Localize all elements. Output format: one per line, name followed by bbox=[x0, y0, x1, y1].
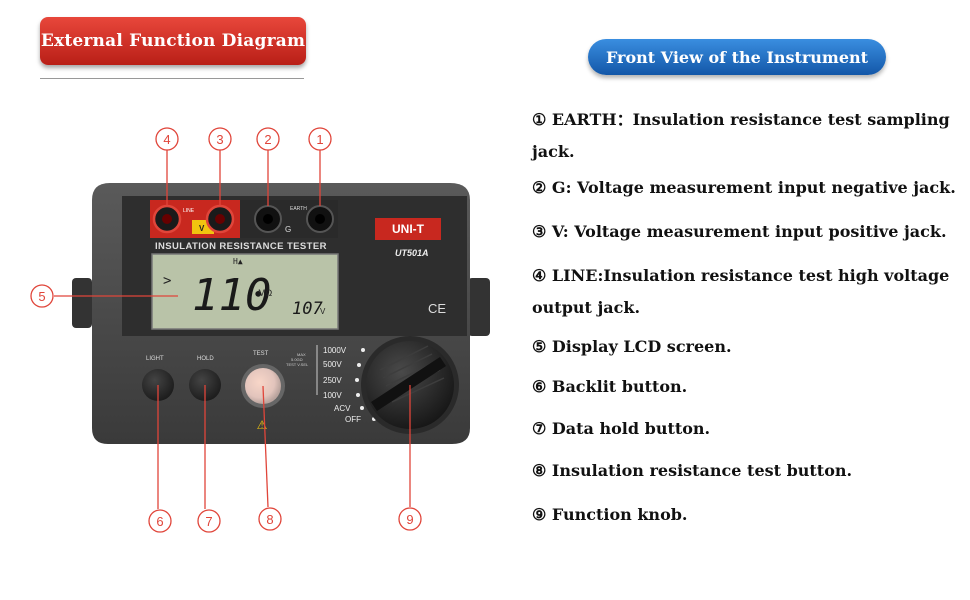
left-clip bbox=[72, 278, 92, 328]
brand-logo-bg bbox=[375, 218, 441, 240]
description-2: ② G: Voltage measurement input negative … bbox=[532, 178, 956, 197]
callout-5 bbox=[30, 284, 54, 308]
callout-4-number: 4 bbox=[163, 132, 170, 147]
lcd-sub-value: 107 bbox=[292, 299, 323, 319]
callout-6 bbox=[148, 509, 172, 533]
knob-off: OFF bbox=[345, 415, 361, 424]
external-function-banner: External Function Diagram bbox=[40, 17, 306, 65]
knob-dot-4 bbox=[356, 393, 360, 397]
knob-note-line3: TEST V.SEL bbox=[286, 362, 309, 367]
lcd-hold-indicator: H▲ bbox=[233, 257, 243, 266]
test-button-label: TEST bbox=[253, 351, 269, 357]
callout-8 bbox=[258, 507, 282, 531]
g-jack-label: G bbox=[285, 225, 291, 234]
knob-1000v: 1000V bbox=[323, 346, 347, 355]
earth-jack-label: EARTH bbox=[290, 206, 307, 212]
right-clip bbox=[468, 278, 490, 336]
knob-pointer bbox=[371, 357, 446, 411]
description-5: ⑤ Display LCD screen. bbox=[532, 337, 732, 356]
front-view-banner: Front View of the Instrument bbox=[588, 39, 886, 75]
knob-acv: ACV bbox=[334, 404, 351, 413]
callout-9 bbox=[398, 507, 422, 531]
description-3: ③ V: Voltage measurement input positive … bbox=[532, 222, 947, 241]
description-6: ⑥ Backlit button. bbox=[532, 377, 688, 396]
knob-250v: 250V bbox=[323, 376, 342, 385]
callout-2 bbox=[256, 127, 280, 151]
description-1: ① EARTH：Insulation resistance test sampl… bbox=[532, 110, 950, 161]
callout-3-number: 3 bbox=[216, 132, 223, 147]
description-9: ⑨ Function knob. bbox=[532, 505, 688, 524]
description-4: ④ LINE:Insulation resistance test high v… bbox=[532, 266, 950, 317]
lcd-unit: MΩ bbox=[258, 288, 272, 298]
lcd-screen bbox=[151, 253, 339, 330]
line-jack-label: LINE bbox=[183, 208, 195, 214]
callout-3 bbox=[208, 127, 232, 151]
model-label: UT501A bbox=[395, 248, 429, 258]
line-jack-hole bbox=[162, 214, 172, 224]
earth-jack-hole bbox=[315, 214, 325, 224]
callout-9-number: 9 bbox=[406, 512, 413, 527]
callout-6-number: 6 bbox=[156, 514, 163, 529]
lcd-indicator: > bbox=[163, 273, 171, 289]
description-8: ⑧ Insulation resistance test button. bbox=[532, 461, 853, 480]
lcd-main-value: 110 bbox=[192, 270, 271, 321]
callout-circles bbox=[30, 127, 422, 533]
panel-title: INSULATION RESISTANCE TESTER bbox=[155, 241, 327, 252]
callout-1 bbox=[308, 127, 332, 151]
ce-mark: CE bbox=[428, 301, 446, 316]
callout-1-number: 1 bbox=[316, 132, 323, 147]
callout-2-number: 2 bbox=[264, 132, 271, 147]
lcd-sub-unit: V bbox=[320, 307, 326, 316]
knob-100v: 100V bbox=[323, 391, 342, 400]
callout-7 bbox=[197, 509, 221, 533]
knob-dot-3 bbox=[355, 378, 359, 382]
callout-5-number: 5 bbox=[38, 289, 45, 304]
description-7: ⑦ Data hold button. bbox=[532, 419, 711, 438]
knob-note-line2: 5.0GΩ bbox=[291, 357, 303, 362]
knob-500v: 500V bbox=[323, 360, 342, 369]
callout-8-number: 8 bbox=[266, 512, 273, 527]
banner-divider bbox=[40, 78, 304, 79]
g-jack-hole bbox=[263, 214, 273, 224]
warning-icon: ⚠ bbox=[257, 418, 268, 432]
brand-logo: UNI-T bbox=[392, 222, 425, 236]
knob-note: MAX bbox=[297, 352, 306, 357]
callout-7-number: 7 bbox=[205, 514, 212, 529]
hold-button-label: HOLD bbox=[197, 356, 214, 362]
v-jack-label: V bbox=[199, 224, 205, 233]
v-jack-hole bbox=[215, 214, 225, 224]
callout-4 bbox=[155, 127, 179, 151]
light-button-label: LIGHT bbox=[146, 356, 164, 362]
instrument-diagram: LINE V G EARTH UNI-T UT501A INSULATION R… bbox=[30, 127, 490, 533]
knob-dot-1 bbox=[361, 348, 365, 352]
callout-lines bbox=[54, 150, 411, 509]
knob-dot-5 bbox=[360, 406, 364, 410]
instrument-svg: LINE V G EARTH UNI-T UT501A INSULATION R… bbox=[30, 127, 490, 533]
knob-dot-2 bbox=[357, 363, 361, 367]
